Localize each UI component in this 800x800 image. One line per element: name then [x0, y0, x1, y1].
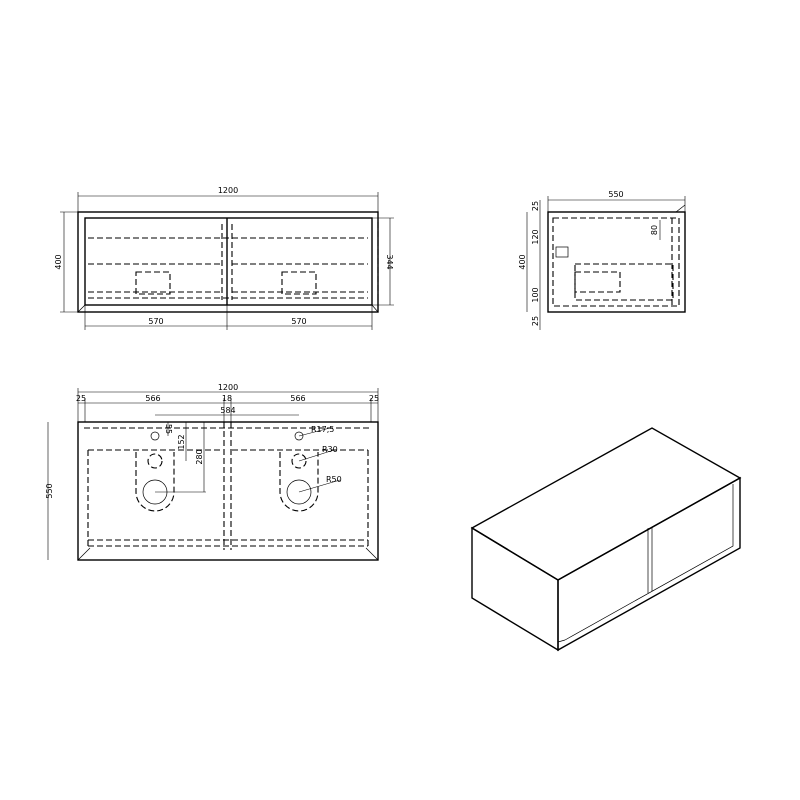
top-bay-left-label: 566: [145, 394, 160, 403]
side-height-label: 400: [518, 254, 527, 269]
tap-radius-label: R17,5: [311, 425, 334, 434]
front-view: 1200 400 344 570 570: [54, 186, 394, 330]
top-view: 1200 25 566 18 566 25 584 550 55 152 280…: [45, 383, 379, 561]
front-left-bay-label: 570: [148, 317, 163, 326]
trap-radius-label: R50: [326, 475, 342, 484]
top-width-label: 1200: [218, 383, 238, 392]
isometric-view: [470, 427, 742, 652]
side-upper-label: 120: [531, 229, 540, 244]
top-center-spacing-label: 584: [220, 406, 235, 415]
top-divider-label: 18: [222, 394, 232, 403]
side-bottom-offset-label: 25: [531, 316, 540, 326]
waste-radius-label: R30: [322, 445, 338, 454]
top-edge-right-label: 25: [369, 394, 379, 403]
side-view: 550 400 25 120 100 25 80: [518, 190, 686, 330]
top-depth-label: 550: [45, 483, 54, 498]
front-right-bay-label: 570: [291, 317, 306, 326]
front-height-label: 400: [54, 254, 63, 269]
side-lower-label: 100: [531, 287, 540, 302]
top-bay-right-label: 566: [290, 394, 305, 403]
top-tap-offset-label: 55: [164, 424, 173, 434]
top-trap-offset-label: 280: [195, 449, 204, 464]
side-top-offset-label: 25: [531, 201, 540, 211]
top-waste-offset-label: 152: [177, 434, 186, 449]
side-right-dim-label: 80: [650, 225, 659, 235]
top-edge-left-label: 25: [76, 394, 86, 403]
front-inner-height-label: 344: [385, 254, 394, 269]
side-depth-label: 550: [608, 190, 623, 199]
front-width-label: 1200: [218, 186, 238, 195]
